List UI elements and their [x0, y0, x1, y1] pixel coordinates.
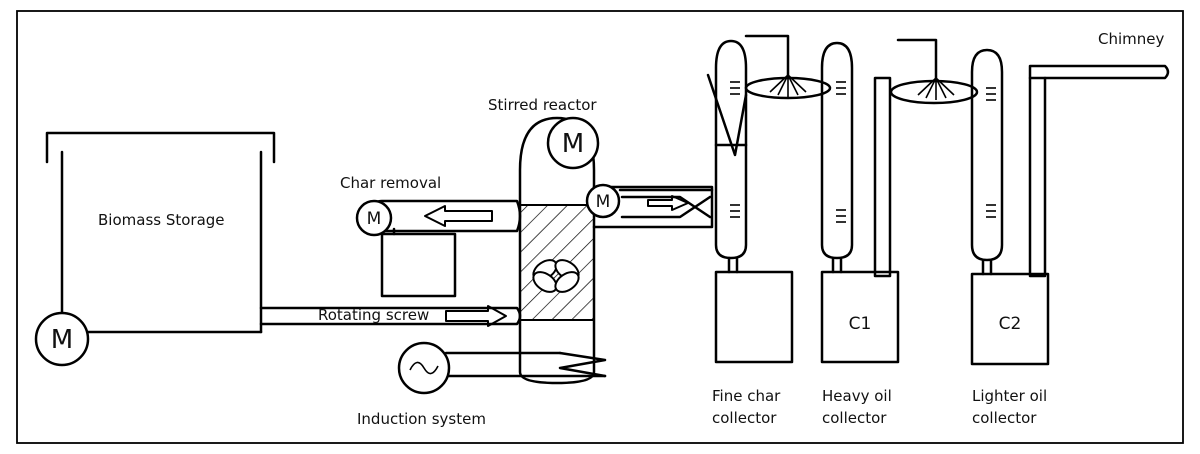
- char-removal: [372, 199, 522, 298]
- lighter-oil-label-line1: Lighter oil: [972, 387, 1047, 405]
- c1-label: C1: [849, 314, 872, 334]
- diagram-frame: [16, 10, 1184, 444]
- lighter-oil-label-line2: collector: [972, 409, 1037, 427]
- spray-nozzle-1: [744, 34, 832, 100]
- fine-char-cyclone: [706, 39, 794, 364]
- fine-char-label-line2: collector: [712, 409, 777, 427]
- biomass-storage: [45, 131, 276, 334]
- reactor-motor: M: [546, 116, 600, 170]
- heavy-oil-column: [820, 41, 900, 364]
- chimney: [1028, 64, 1170, 278]
- svg-text:M: M: [367, 209, 382, 229]
- svg-text:M: M: [562, 129, 584, 159]
- vapour-line: [592, 185, 714, 229]
- biomass-storage-label: Biomass Storage: [98, 211, 225, 229]
- motor-symbol: M: [51, 325, 73, 355]
- stirred-reactor: [444, 116, 607, 385]
- spray-nozzle-2: [889, 38, 979, 105]
- induction-coil: [558, 351, 607, 378]
- char-removal-label: Char removal: [340, 174, 441, 192]
- fine-char-label-line1: Fine char: [712, 387, 781, 405]
- induction-system-label: Induction system: [357, 410, 486, 428]
- chimney-label: Chimney: [1098, 30, 1164, 48]
- svg-text:M: M: [596, 192, 611, 212]
- stirrer-blades: [532, 259, 580, 293]
- induction-system: [397, 341, 451, 395]
- heavy-oil-label-line2: collector: [822, 409, 887, 427]
- storage-motor: M: [34, 311, 90, 367]
- heavy-oil-label-line1: Heavy oil: [822, 387, 892, 405]
- lighter-oil-column: [970, 48, 1050, 366]
- rotating-screw-label: Rotating screw: [318, 306, 429, 324]
- vapour-motor: M: [585, 183, 621, 219]
- c2-label: C2: [999, 314, 1022, 334]
- char-removal-motor: M: [355, 199, 393, 237]
- stirred-reactor-label: Stirred reactor: [488, 96, 597, 114]
